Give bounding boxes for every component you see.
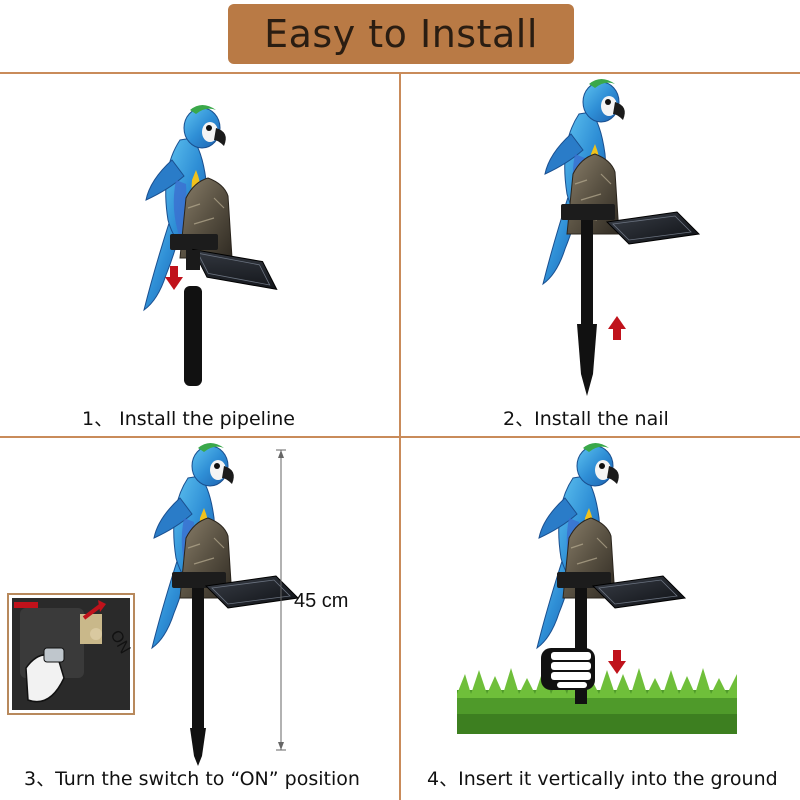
lamp-connector (186, 250, 200, 270)
step-1-illustration (143, 104, 284, 386)
stake-pole (581, 220, 593, 324)
red-arrow-switch (82, 604, 102, 620)
stake-pole (192, 588, 204, 728)
red-arrow-up (608, 316, 626, 340)
ground-nail (577, 324, 597, 396)
hand-icon (25, 653, 65, 703)
hand-icon (541, 648, 595, 690)
lamp-head-base (557, 572, 611, 588)
switch-button (43, 647, 65, 663)
step-4-panel: 4、Insert it vertically into the ground (401, 438, 799, 800)
title-banner: Easy to Install (228, 4, 574, 64)
step-1-caption: 1、 Install the pipeline (82, 408, 295, 430)
lamp-head-base (561, 204, 615, 220)
pipeline-tube (184, 286, 202, 386)
step-3-panel: ON 45 cm 3、Turn the switch to “ON” posit… (0, 438, 398, 800)
step-3-illustration: ON (7, 442, 299, 766)
lamp-head-base (170, 234, 218, 250)
step-2-illustration (542, 78, 700, 396)
page-title: Easy to Install (264, 12, 538, 56)
step-1-panel: 1、 Install the pipeline (0, 74, 398, 436)
lamp-head-base (172, 572, 226, 588)
step-3-caption: 3、Turn the switch to “ON” position (24, 768, 360, 790)
step-4-illustration (457, 442, 737, 734)
solar-panel (606, 211, 700, 245)
height-label: 45 cm (294, 590, 349, 612)
step-4-caption: 4、Insert it vertically into the ground (427, 768, 778, 790)
vertical-divider (399, 72, 401, 800)
red-arrow-down (608, 650, 626, 674)
grass (457, 666, 737, 734)
step-2-panel: 2、Install the nail (401, 74, 799, 436)
ground-nail (190, 728, 206, 766)
switch-closeup (12, 598, 130, 710)
step-2-caption: 2、Install the nail (503, 408, 669, 430)
